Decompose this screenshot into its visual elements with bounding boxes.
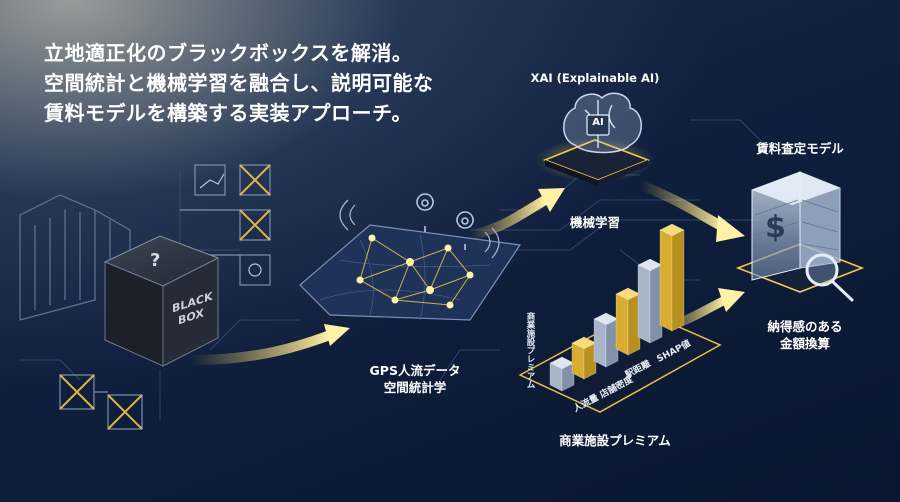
xai-title: XAI (Explainable AI) <box>530 71 660 85</box>
ai-chip-core <box>586 114 610 136</box>
premium-title: 商業施設プレミアム <box>559 433 671 448</box>
premium-axis-label: 商業施設プレミアム <box>525 312 535 389</box>
rent-model-result-line-1: 納得感のある <box>767 319 843 334</box>
premium-bar-2-face-2 <box>571 342 585 380</box>
premium-bar-2-face-3 <box>583 342 597 380</box>
ai-chip-text: AI <box>592 117 604 128</box>
ai-chip <box>535 138 655 186</box>
premium-bar-3-face-3 <box>605 318 619 368</box>
rejected-icons-bottom <box>59 374 143 430</box>
headline-line-1: 立地適正化のブラックボックスを解消。 <box>44 41 413 65</box>
office-building <box>751 171 841 281</box>
gps-map <box>299 193 522 321</box>
premium-bars <box>549 223 685 392</box>
headline-line-2: 空間統計と機械学習を融合し、説明可能な <box>44 71 434 95</box>
black-box-cube <box>103 235 220 367</box>
premium-bar-6-face-2 <box>659 229 673 332</box>
arrow-cube-to-map <box>185 330 335 365</box>
black-box-question-mark: ? <box>150 250 161 271</box>
building-outline <box>19 194 131 321</box>
premium-bar-5-face-3 <box>649 264 663 344</box>
signal-waves <box>339 199 500 259</box>
gps-label-line-2: 空間統計学 <box>383 380 447 395</box>
headline-line-3: 賃料モデルを構築する実装アプローチ。 <box>44 101 412 125</box>
gps-label: GPS人流データ 空間統計学 <box>355 362 475 396</box>
gps-label-line-1: GPS人流データ <box>369 363 461 378</box>
rent-model-result-line-2: 金額換算 <box>779 336 830 351</box>
map-pin-icon <box>416 193 474 250</box>
premium-bar-5-face-2 <box>637 264 651 344</box>
dollar-sign-icon: $ <box>765 210 786 245</box>
headline: 立地適正化のブラックボックスを解消。 空間統計と機械学習を融合し、説明可能な 賃… <box>44 38 434 128</box>
premium-bar-1-face-3 <box>561 362 575 392</box>
rent-model-result: 納得感のある 金額換算 <box>740 318 870 352</box>
premium-bar-4-face-2 <box>615 293 629 356</box>
arrow-map-to-ai <box>465 195 550 240</box>
premium-bar-3-face-2 <box>593 318 607 368</box>
xai-label: 機械学習 <box>569 215 620 230</box>
premium-bar-4-face-3 <box>627 293 641 356</box>
premium-bar-6-face-3 <box>671 229 685 332</box>
arrow-ai-to-model <box>635 180 730 233</box>
magnifier-icon <box>805 253 854 302</box>
rent-model-title: 賃料査定モデル <box>756 141 844 156</box>
flow-arrows <box>185 180 745 365</box>
